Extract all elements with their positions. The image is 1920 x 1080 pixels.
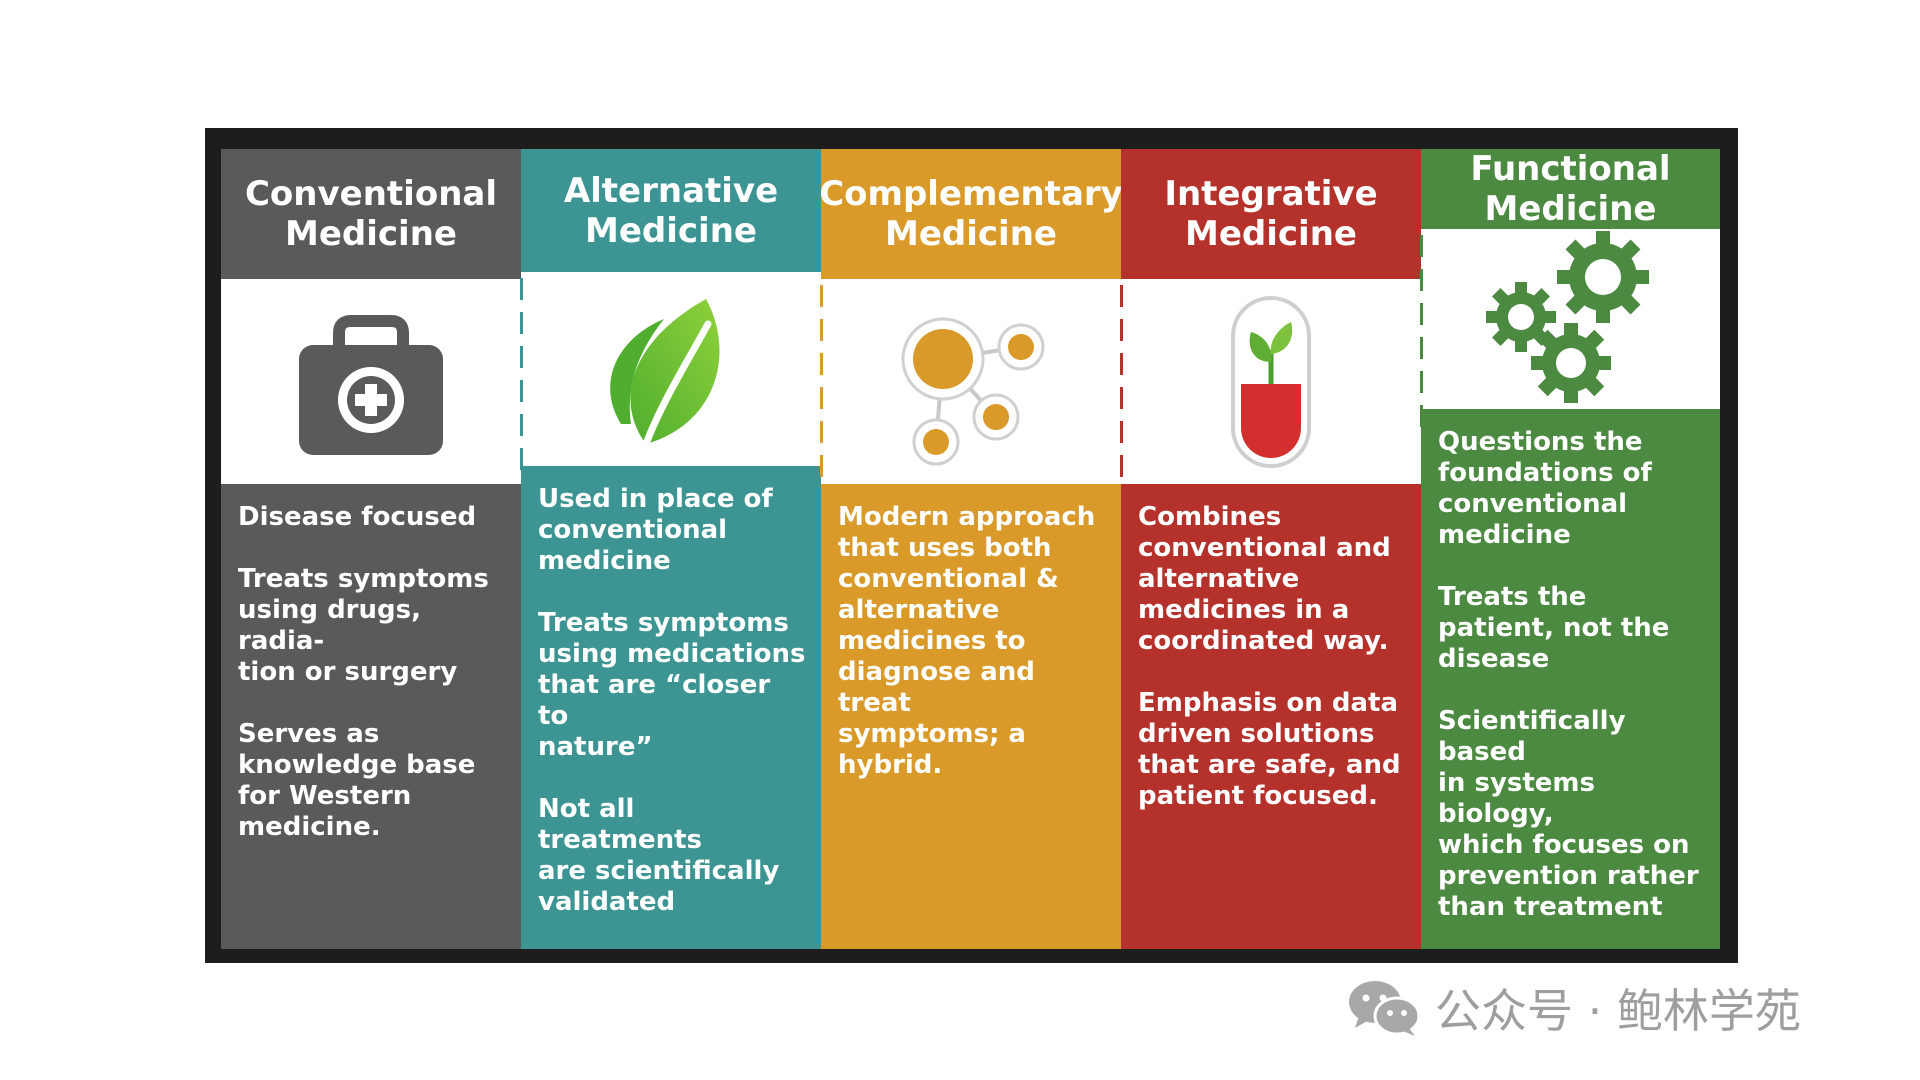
- column-title: Functional Medicine: [1421, 149, 1720, 229]
- paragraph: Combines conventional and alternative me…: [1138, 502, 1391, 656]
- capsule-plant-icon: [1231, 295, 1311, 468]
- paragraph: Treats symptoms using drugs, radia- tion…: [238, 564, 489, 687]
- icon-panel: [1420, 229, 1720, 428]
- column-integrative: Integrative Medicine Combines convention…: [1120, 149, 1421, 949]
- column-conventional: Conventional Medicine Disease focused Tr…: [221, 149, 521, 949]
- paragraph: Serves as knowledge base for Western med…: [238, 719, 476, 842]
- title-line-1: Integrative: [1164, 174, 1378, 214]
- title-line-1: Alternative: [563, 170, 779, 211]
- paragraph: Used in place of conventional medicine: [538, 484, 773, 576]
- column-description: Combines conventional and alternative me…: [1121, 484, 1421, 949]
- paragraph: Emphasis on data driven solutions that a…: [1138, 688, 1401, 811]
- column-title: Alternative Medicine: [521, 149, 821, 272]
- infographic-frame: Conventional Medicine Disease focused Tr…: [205, 128, 1738, 963]
- title-line-2: Medicine: [885, 214, 1057, 254]
- paragraph: Modern approach that uses both conventio…: [838, 502, 1096, 780]
- column-title: Conventional Medicine: [221, 149, 521, 279]
- column-description: Disease focused Treats symptoms using dr…: [221, 484, 521, 949]
- molecule-icon: [901, 317, 1045, 465]
- title-line-2: Medicine: [1185, 214, 1357, 254]
- column-complementary: Complementary Medicine: [819, 149, 1123, 949]
- icon-panel: [221, 279, 521, 484]
- paragraph: Scientifically based in systems biology,…: [1438, 706, 1699, 922]
- column-functional: Functional Medicine: [1420, 149, 1720, 949]
- gears-icon: [1485, 231, 1649, 403]
- icon-panel: [520, 272, 821, 471]
- paragraph: Treats symptoms using medications that a…: [538, 608, 806, 762]
- title-line-1: Complementary: [819, 174, 1123, 214]
- paragraph: Questions the foundations of conventiona…: [1438, 427, 1652, 550]
- leaf-icon: [610, 299, 720, 448]
- icon-panel: [1120, 279, 1421, 484]
- paragraph: Disease focused: [238, 502, 477, 532]
- column-title: Complementary Medicine: [819, 149, 1123, 279]
- column-alternative: Alternative Medicine: [520, 149, 821, 949]
- column-description: Questions the foundations of conventiona…: [1421, 409, 1720, 954]
- title-line-2: Medicine: [285, 214, 457, 254]
- paragraph: Not all treatments are scientifically va…: [538, 794, 780, 917]
- watermark: 公众号 · 鲍林学苑: [1347, 980, 1801, 1038]
- medicine-columns: Conventional Medicine Disease focused Tr…: [221, 149, 1720, 949]
- wechat-icon: [1349, 981, 1421, 1036]
- paragraph: Treats the patient, not the disease: [1438, 582, 1670, 674]
- title-line-1: Functional: [1470, 149, 1671, 189]
- title-line-2: Medicine: [585, 210, 757, 251]
- icon-panel: [820, 279, 1121, 484]
- title-line-1: Conventional: [244, 174, 497, 214]
- medical-kit-icon: [299, 314, 443, 455]
- column-description: Modern approach that uses both conventio…: [821, 484, 1121, 949]
- column-title: Integrative Medicine: [1121, 149, 1421, 279]
- title-line-2: Medicine: [1484, 189, 1657, 229]
- watermark-text: 公众号 · 鲍林学苑: [1435, 984, 1801, 1038]
- column-description: Used in place of conventional medicine T…: [521, 466, 821, 949]
